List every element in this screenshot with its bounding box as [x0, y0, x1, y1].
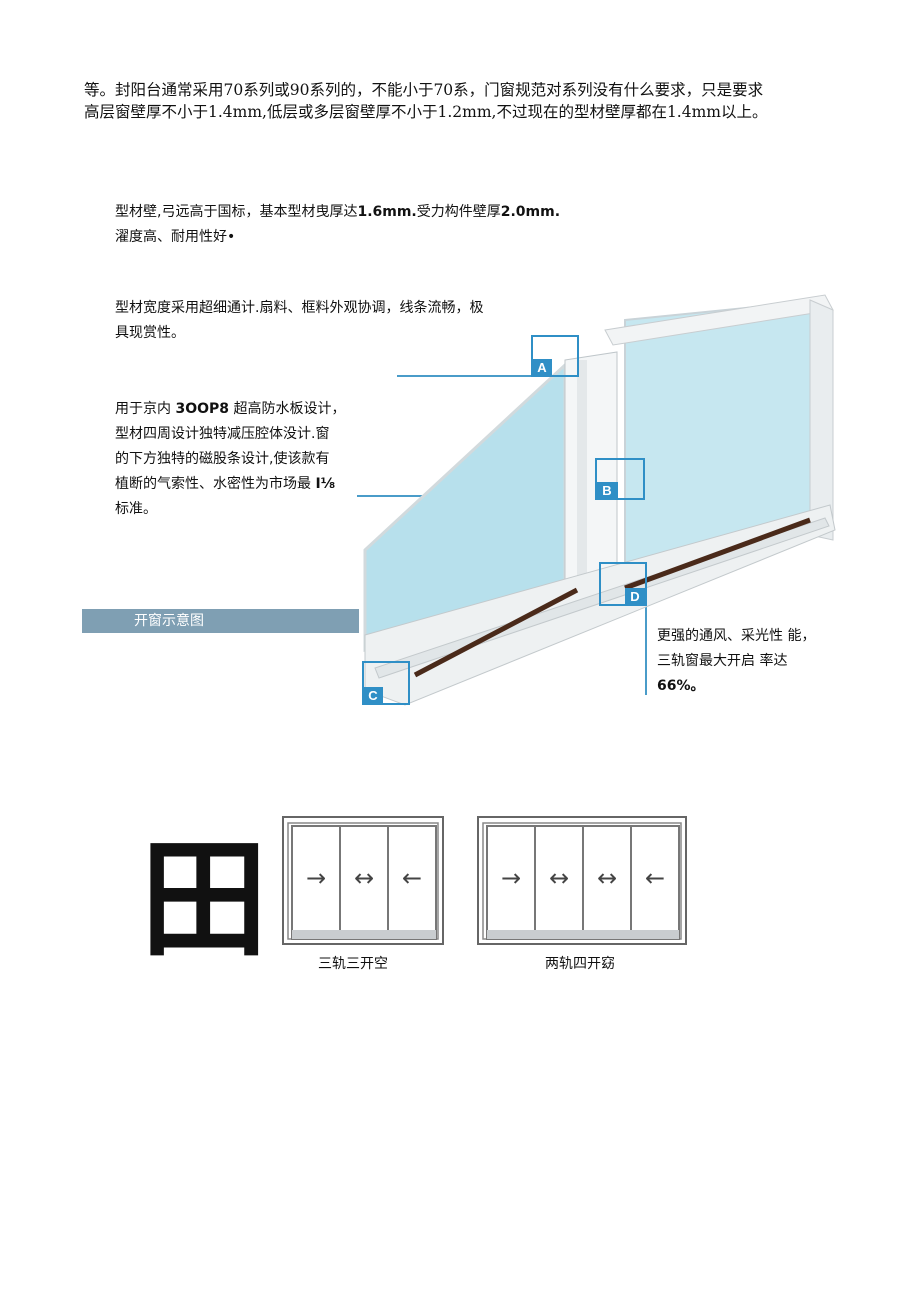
window-glyph: 田 [140, 825, 269, 975]
note-seal-line-4: 植断的气索性、水密性为市场最 I⅛ [115, 476, 336, 492]
two-track-schematic: → ↔ ↔ ← [477, 816, 687, 945]
intro-line-1: 等。封阳台通常采用70系列或90系列的，不能小于70系，门窗规范对系列没有什么要… [84, 81, 764, 99]
two-track-caption: 两轨四开窈 [545, 956, 615, 972]
arrow-both-icon: ↔ [549, 864, 569, 892]
note-width-line-1: 型材宽度采用超细通计.扇料、框料外观协调，线条流畅，极 [115, 300, 484, 316]
note-profile-width: 型材宽度采用超细通计.扇料、框料外观协调，线条流畅，极 具现赏性。 [115, 296, 483, 346]
note-seal-line-5: 标准。 [115, 501, 157, 517]
note-sealing: 用于京内 3OOP8 超高防水板设计， 型材四周设计独特减压腔体没计.窗 的下方… [115, 397, 345, 522]
note-seal-line-2: 型材四周设计独特减压腔体没计.窗 [115, 426, 330, 442]
left-seal-strip [413, 587, 579, 678]
arrow-right-icon: → [501, 864, 521, 892]
note-width-line-2: 具现赏性。 [115, 325, 185, 341]
svg-text:B: B [602, 483, 611, 498]
svg-text:C: C [368, 688, 378, 703]
three-track-caption: 三轨三开空 [318, 956, 388, 972]
note-wall-line-2: 濯度高、耐用性好• [115, 229, 236, 245]
arrow-both-icon: ↔ [597, 864, 617, 892]
right-seal-strip [624, 517, 811, 591]
arrow-right-icon: → [306, 864, 326, 892]
note-vent-line-1: 更强的通风、采光性 能， [657, 628, 816, 644]
opening-diagram-banner: 开窗示意图 [82, 609, 359, 633]
callout-a-leader [397, 375, 532, 377]
mullion-groove [577, 360, 587, 610]
callout-b: B [595, 458, 645, 500]
three-track-schematic: → ↔ ← [282, 816, 444, 945]
note-seal-line-1: 用于京内 3OOP8 超高防水板设计， [115, 401, 346, 417]
arrow-left-icon: ← [645, 864, 665, 892]
callout-d-leader [645, 605, 647, 695]
sliding-window-illustration: A B C D [362, 294, 836, 706]
callout-c: C [362, 661, 410, 705]
note-ventilation: 更强的通风、采光性 能， 三轨窗最大开启 率达 66%。 [657, 624, 815, 699]
note-vent-line-2: 三轨窗最大开启 率达 [657, 653, 788, 669]
right-frame [809, 299, 834, 541]
arrow-both-icon: ↔ [354, 864, 374, 892]
svg-text:A: A [537, 360, 547, 375]
callout-a: A [531, 335, 579, 377]
intro-paragraph: 等。封阳台通常采用70系列或90系列的，不能小于70系，门窗规范对系列没有什么要… [84, 79, 844, 123]
arrow-left-icon: ← [402, 864, 422, 892]
note-wall-line-1: 型材壁,弓远高于国标，基本型材曳厚达1.6mm.受力构件壁厚2.0mm. [115, 204, 561, 220]
callout-d: D [599, 562, 647, 606]
svg-text:D: D [630, 589, 639, 604]
intro-line-2: 高层窗壁厚不小于1.4mm,低层或多层窗壁厚不小于1.2mm,不过现在的型材壁厚… [84, 103, 768, 121]
note-wall-thickness: 型材壁,弓远高于国标，基本型材曳厚达1.6mm.受力构件壁厚2.0mm. 濯度高… [115, 200, 560, 250]
note-seal-line-3: 的下方独特的磁股条设计,使该款有 [115, 451, 330, 467]
note-vent-line-3: 66%。 [657, 678, 705, 694]
